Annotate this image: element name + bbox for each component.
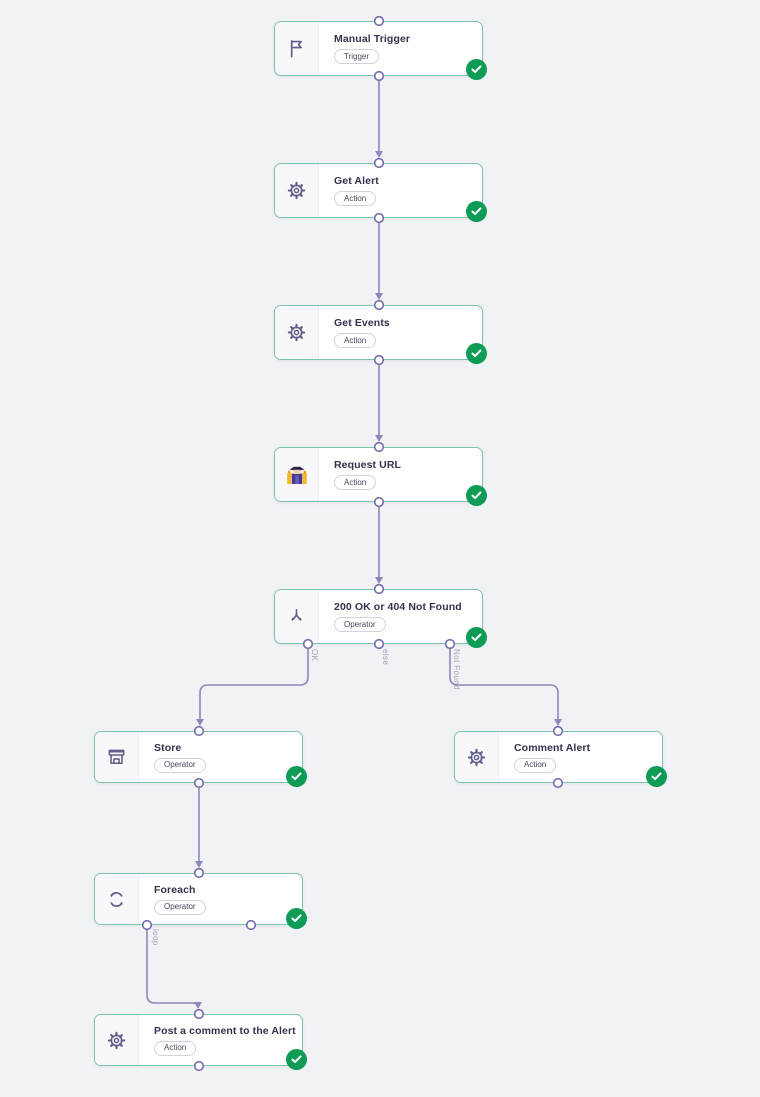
success-status-badge[interactable] [466,201,487,222]
edge-connector [199,645,309,719]
node-title: Comment Alert [514,741,591,754]
gear-icon [275,164,319,217]
success-status-badge[interactable] [466,343,487,364]
node-title: Foreach [154,883,196,896]
arrowhead-icon [554,719,562,726]
arrowhead-icon [195,861,203,868]
node-title: Request URL [334,459,402,471]
node-type-badge: Action [514,757,557,773]
node-type-badge: Operator [154,899,206,915]
workflow-node-request-url[interactable]: Request URL Action [274,447,487,506]
node-title: Get Events [334,317,390,329]
node-type-badge: Action [154,1040,197,1056]
node-title: Get Alert [334,175,379,187]
node-title: Store [154,741,182,754]
success-status-badge[interactable] [466,59,487,80]
node-body: Request URL Action [319,448,482,501]
arrowhead-icon [194,1002,202,1009]
node-type-badge: Action [334,191,377,206]
arrowhead-icon [375,293,383,300]
node-type-badge: Operator [154,757,206,773]
split-icon [275,590,319,643]
branch-condition-label: OK [310,649,319,662]
success-status-badge[interactable] [646,766,667,787]
node-type-badge: Trigger [334,49,380,64]
branch-condition-label: loop [151,929,160,946]
arrowhead-icon [375,151,383,158]
arrowhead-icon [196,719,204,726]
success-status-badge[interactable] [286,1049,307,1070]
gear-icon [455,732,499,782]
wizard-icon [275,448,319,501]
store-icon [95,732,139,782]
flag-icon [275,22,319,75]
branch-condition-label: else [381,649,390,666]
node-title: Manual Trigger [334,33,411,45]
gear-icon [275,306,319,359]
success-status-badge[interactable] [466,627,487,648]
node-title: Post a comment to the Alert [154,1024,296,1037]
gear-icon [95,1015,139,1065]
branch-condition-label: Not Found [452,649,461,690]
node-type-badge: Action [334,333,377,348]
node-type-badge: Action [334,475,377,490]
node-type-badge: Operator [334,617,386,632]
arrowhead-icon [375,435,383,442]
arrowhead-icon [375,577,383,584]
edge-connector [449,645,559,719]
success-status-badge[interactable] [466,485,487,506]
node-title: 200 OK or 404 Not Found [334,601,462,613]
loop-icon [95,874,139,924]
success-status-badge[interactable] [286,908,307,929]
success-status-badge[interactable] [286,766,307,787]
